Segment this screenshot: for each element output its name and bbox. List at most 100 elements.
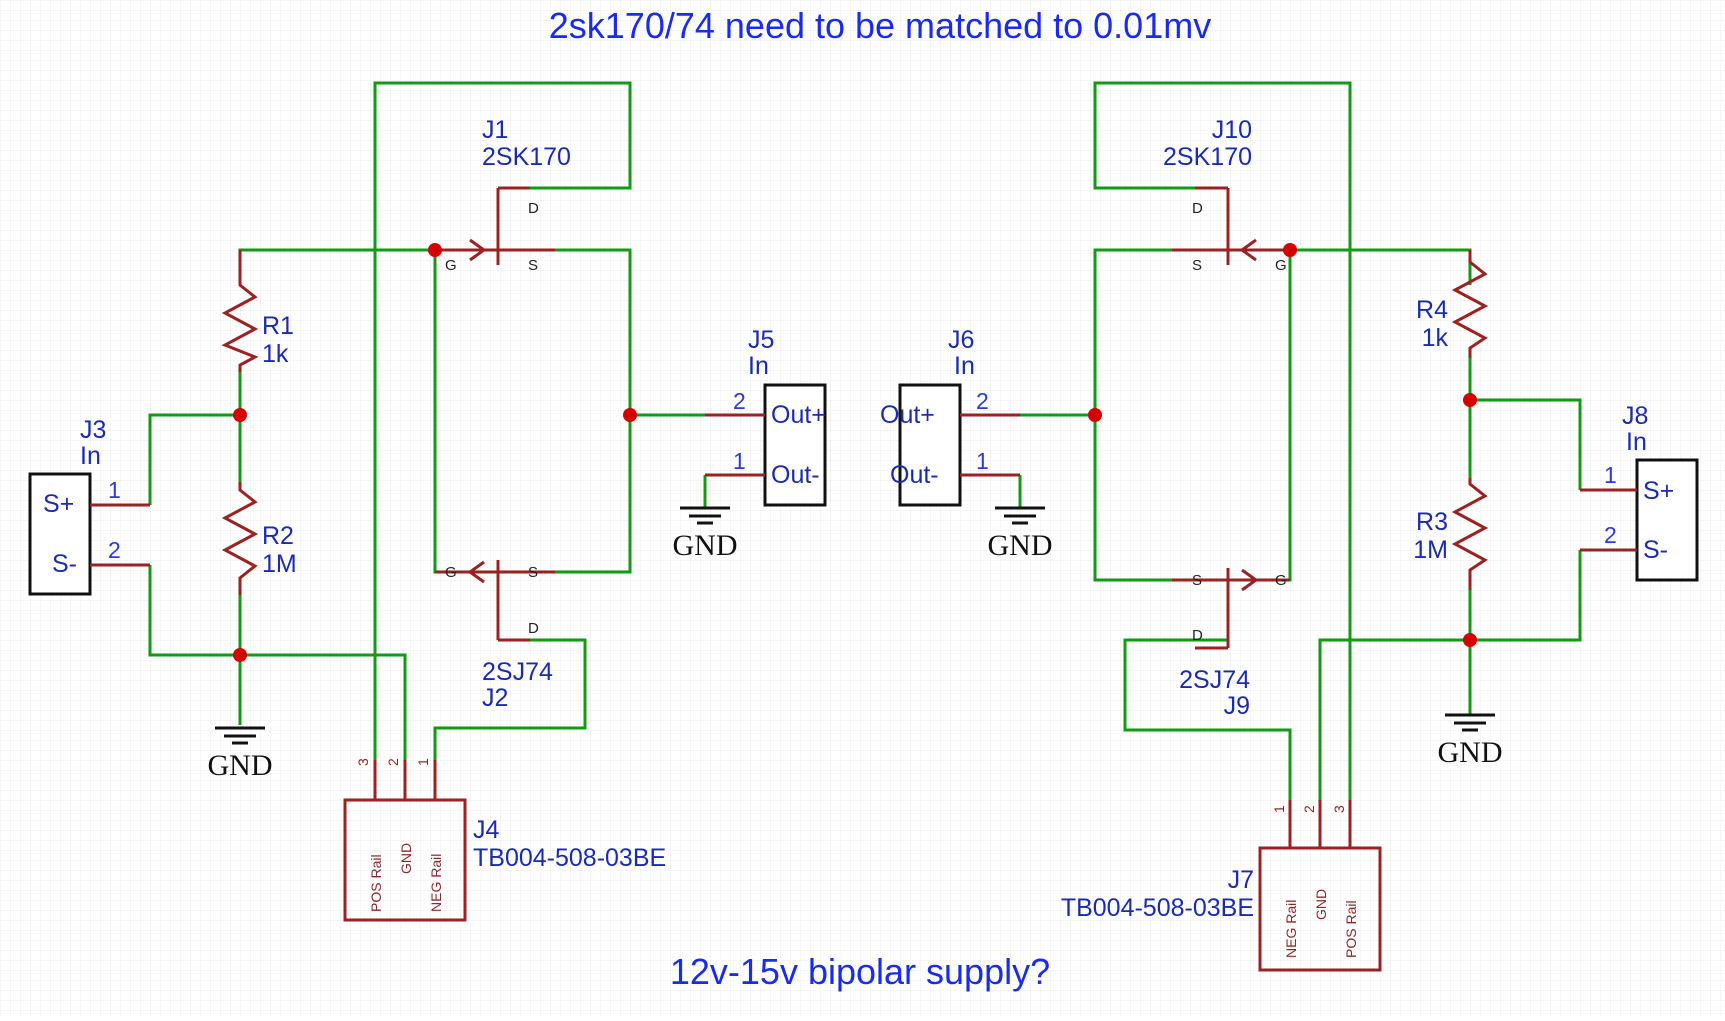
j4-pin3-number: 3 xyxy=(355,758,371,766)
j6-ref: J6 xyxy=(948,326,974,354)
j10-pin-d: D xyxy=(1192,200,1203,217)
r1-ref: R1 xyxy=(262,312,294,340)
jfet-j1: D G S J1 2SK170 xyxy=(435,116,571,274)
j4-pin2-number: 2 xyxy=(385,758,401,766)
j5-ref: J5 xyxy=(748,326,774,354)
junction-dot xyxy=(623,408,637,422)
junction-dot xyxy=(233,648,247,662)
terminal-j4: 3 2 1 POS Rail GND NEG Rail J4 TB004-508… xyxy=(343,758,666,922)
j6-pin2-label: Out+ xyxy=(880,401,935,429)
j4-pin1-name: NEG Rail xyxy=(428,854,444,912)
gnd-label-j6: GND xyxy=(988,529,1053,562)
j3-pin2-number: 2 xyxy=(108,537,121,563)
gnd-label-left: GND xyxy=(208,749,273,782)
r3-ref: R3 xyxy=(1416,508,1448,536)
j9-pin-s: S xyxy=(1192,572,1202,589)
resistor-r4: R4 1k xyxy=(1416,250,1489,358)
j1-pin-g: G xyxy=(445,257,457,274)
resistor-r1: R1 1k xyxy=(221,250,294,372)
j6-pin1-label: Out- xyxy=(890,461,939,489)
j3-pin1-label: S+ xyxy=(43,490,74,518)
ground-left-bias: GND xyxy=(208,726,273,782)
j4-value: TB004-508-03BE xyxy=(473,844,666,872)
j5-value: In xyxy=(748,352,769,380)
j9-pin-g: G xyxy=(1275,572,1287,589)
gnd-label-right: GND xyxy=(1438,736,1503,769)
j3-ref: J3 xyxy=(80,416,106,444)
j4-pin2-name: GND xyxy=(398,843,414,874)
j1-pin-s: S xyxy=(528,257,538,274)
r4-value: 1k xyxy=(1422,324,1449,352)
j7-ref: J7 xyxy=(1228,866,1254,894)
terminal-j7: 1 2 3 NEG Rail GND POS Rail J7 TB004-508… xyxy=(1061,800,1382,972)
j9-pin-d: D xyxy=(1192,627,1203,644)
j2-pin-d: D xyxy=(528,620,539,637)
junction-dot xyxy=(428,243,442,257)
title-bottom: 12v-15v bipolar supply? xyxy=(670,951,1050,992)
j8-value: In xyxy=(1626,428,1647,456)
j2-value: 2SJ74 xyxy=(482,658,553,686)
j10-pin-s: S xyxy=(1192,257,1202,274)
j2-pin-s: S xyxy=(528,564,538,581)
j7-pin1-name: NEG Rail xyxy=(1283,900,1299,958)
r3-value: 1M xyxy=(1413,536,1448,564)
j1-value: 2SK170 xyxy=(482,143,571,171)
j7-pin3-name: POS Rail xyxy=(1343,900,1359,958)
title-top: 2sk170/74 need to be matched to 0.01mv xyxy=(549,5,1211,46)
r2-value: 1M xyxy=(262,550,297,578)
connector-j3: S+ S- 1 2 J3 In xyxy=(28,416,150,596)
j8-pin1-label: S+ xyxy=(1643,477,1674,505)
junction-dot xyxy=(1283,243,1297,257)
j4-pin3-name: POS Rail xyxy=(368,854,384,912)
j1-ref: J1 xyxy=(482,116,508,144)
j6-pin1-number: 1 xyxy=(976,448,989,474)
junction-dot xyxy=(1088,408,1102,422)
r4-ref: R4 xyxy=(1416,296,1448,324)
ground-j5: GND xyxy=(673,506,738,562)
j5-pin1-number: 1 xyxy=(733,448,746,474)
j8-pin2-number: 2 xyxy=(1604,522,1617,548)
j9-ref: J9 xyxy=(1224,692,1250,720)
j7-pin2-name: GND xyxy=(1313,889,1329,920)
connector-j6: Out+ Out- 2 1 J6 In xyxy=(880,326,1020,507)
j2-ref: J2 xyxy=(482,684,508,712)
j9-value: 2SJ74 xyxy=(1179,666,1250,694)
jfet-j9: D S G 2SJ74 J9 xyxy=(1172,568,1290,720)
ground-j6: GND xyxy=(988,506,1053,562)
j5-pin2-number: 2 xyxy=(733,388,746,414)
j2-pin-g: G xyxy=(445,564,457,581)
r2-ref: R2 xyxy=(262,522,294,550)
j3-value: In xyxy=(80,442,101,470)
gnd-label-j5: GND xyxy=(673,529,738,562)
j10-ref: J10 xyxy=(1212,116,1252,144)
connector-j8: S+ S- 1 2 J8 In xyxy=(1580,402,1699,582)
r1-value: 1k xyxy=(262,340,289,368)
j6-value: In xyxy=(954,352,975,380)
ground-right-bias: GND xyxy=(1438,713,1503,769)
j8-pin2-label: S- xyxy=(1643,536,1668,564)
j3-pin1-number: 1 xyxy=(108,477,121,503)
j4-ref: J4 xyxy=(473,816,500,844)
resistor-r2: R2 1M xyxy=(221,482,297,595)
junction-dot xyxy=(1463,393,1477,407)
j7-pin3-number: 3 xyxy=(1331,805,1347,813)
junctions xyxy=(233,243,1477,662)
j3-pin2-label: S- xyxy=(52,550,77,578)
j7-pin1-number: 1 xyxy=(1271,805,1287,813)
j5-pin1-label: Out- xyxy=(771,461,820,489)
jfet-j2: D G S 2SJ74 J2 xyxy=(435,560,555,712)
connector-j5: Out+ Out- 2 1 J5 In xyxy=(705,326,827,507)
j7-value: TB004-508-03BE xyxy=(1061,894,1254,922)
jfet-j10: D S G J10 2SK170 xyxy=(1163,116,1290,274)
j8-pin1-number: 1 xyxy=(1604,462,1617,488)
resistor-r3: R3 1M xyxy=(1413,478,1489,590)
j4-pin1-number: 1 xyxy=(415,758,431,766)
j5-pin2-label: Out+ xyxy=(771,401,826,429)
junction-dot xyxy=(1463,633,1477,647)
j6-pin2-number: 2 xyxy=(976,388,989,414)
j10-value: 2SK170 xyxy=(1163,143,1252,171)
junction-dot xyxy=(233,408,247,422)
